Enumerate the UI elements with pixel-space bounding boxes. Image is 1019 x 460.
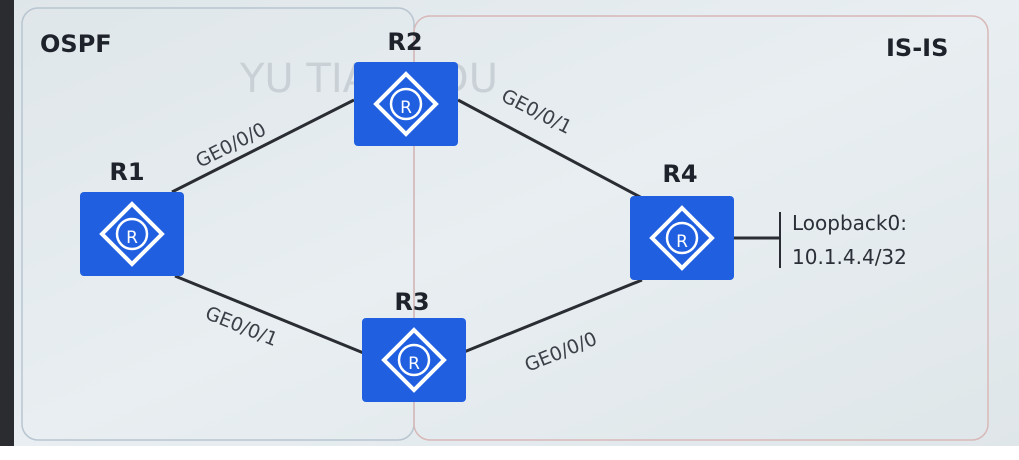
router-r1[interactable]: R bbox=[78, 190, 186, 278]
router-icon-letter: R bbox=[400, 98, 412, 118]
router-r4-label: R4 bbox=[662, 160, 697, 188]
isis-area bbox=[413, 15, 989, 441]
link-r3-r4 bbox=[463, 278, 643, 354]
bottom-edge bbox=[0, 446, 1019, 460]
loopback-address: 10.1.4.4/32 bbox=[792, 245, 907, 269]
left-edge bbox=[0, 0, 14, 448]
router-r1-label: R1 bbox=[109, 158, 144, 186]
router-r4[interactable]: R bbox=[628, 194, 736, 282]
router-r2-label: R2 bbox=[387, 28, 422, 56]
isis-area-label: IS-IS bbox=[886, 34, 948, 62]
router-icon-letter: R bbox=[126, 228, 138, 248]
router-r3-label: R3 bbox=[394, 288, 429, 316]
router-icon-letter: R bbox=[408, 354, 420, 374]
link-r1-r2 bbox=[171, 98, 355, 194]
router-r3[interactable]: R bbox=[360, 316, 468, 404]
ospf-area-label: OSPF bbox=[40, 30, 112, 58]
loopback-label: Loopback0: bbox=[792, 211, 907, 235]
link-r2-r4 bbox=[457, 98, 643, 200]
router-icon-letter: R bbox=[676, 232, 688, 252]
router-r2[interactable]: R bbox=[352, 60, 460, 148]
link-r1-r3 bbox=[174, 274, 367, 356]
